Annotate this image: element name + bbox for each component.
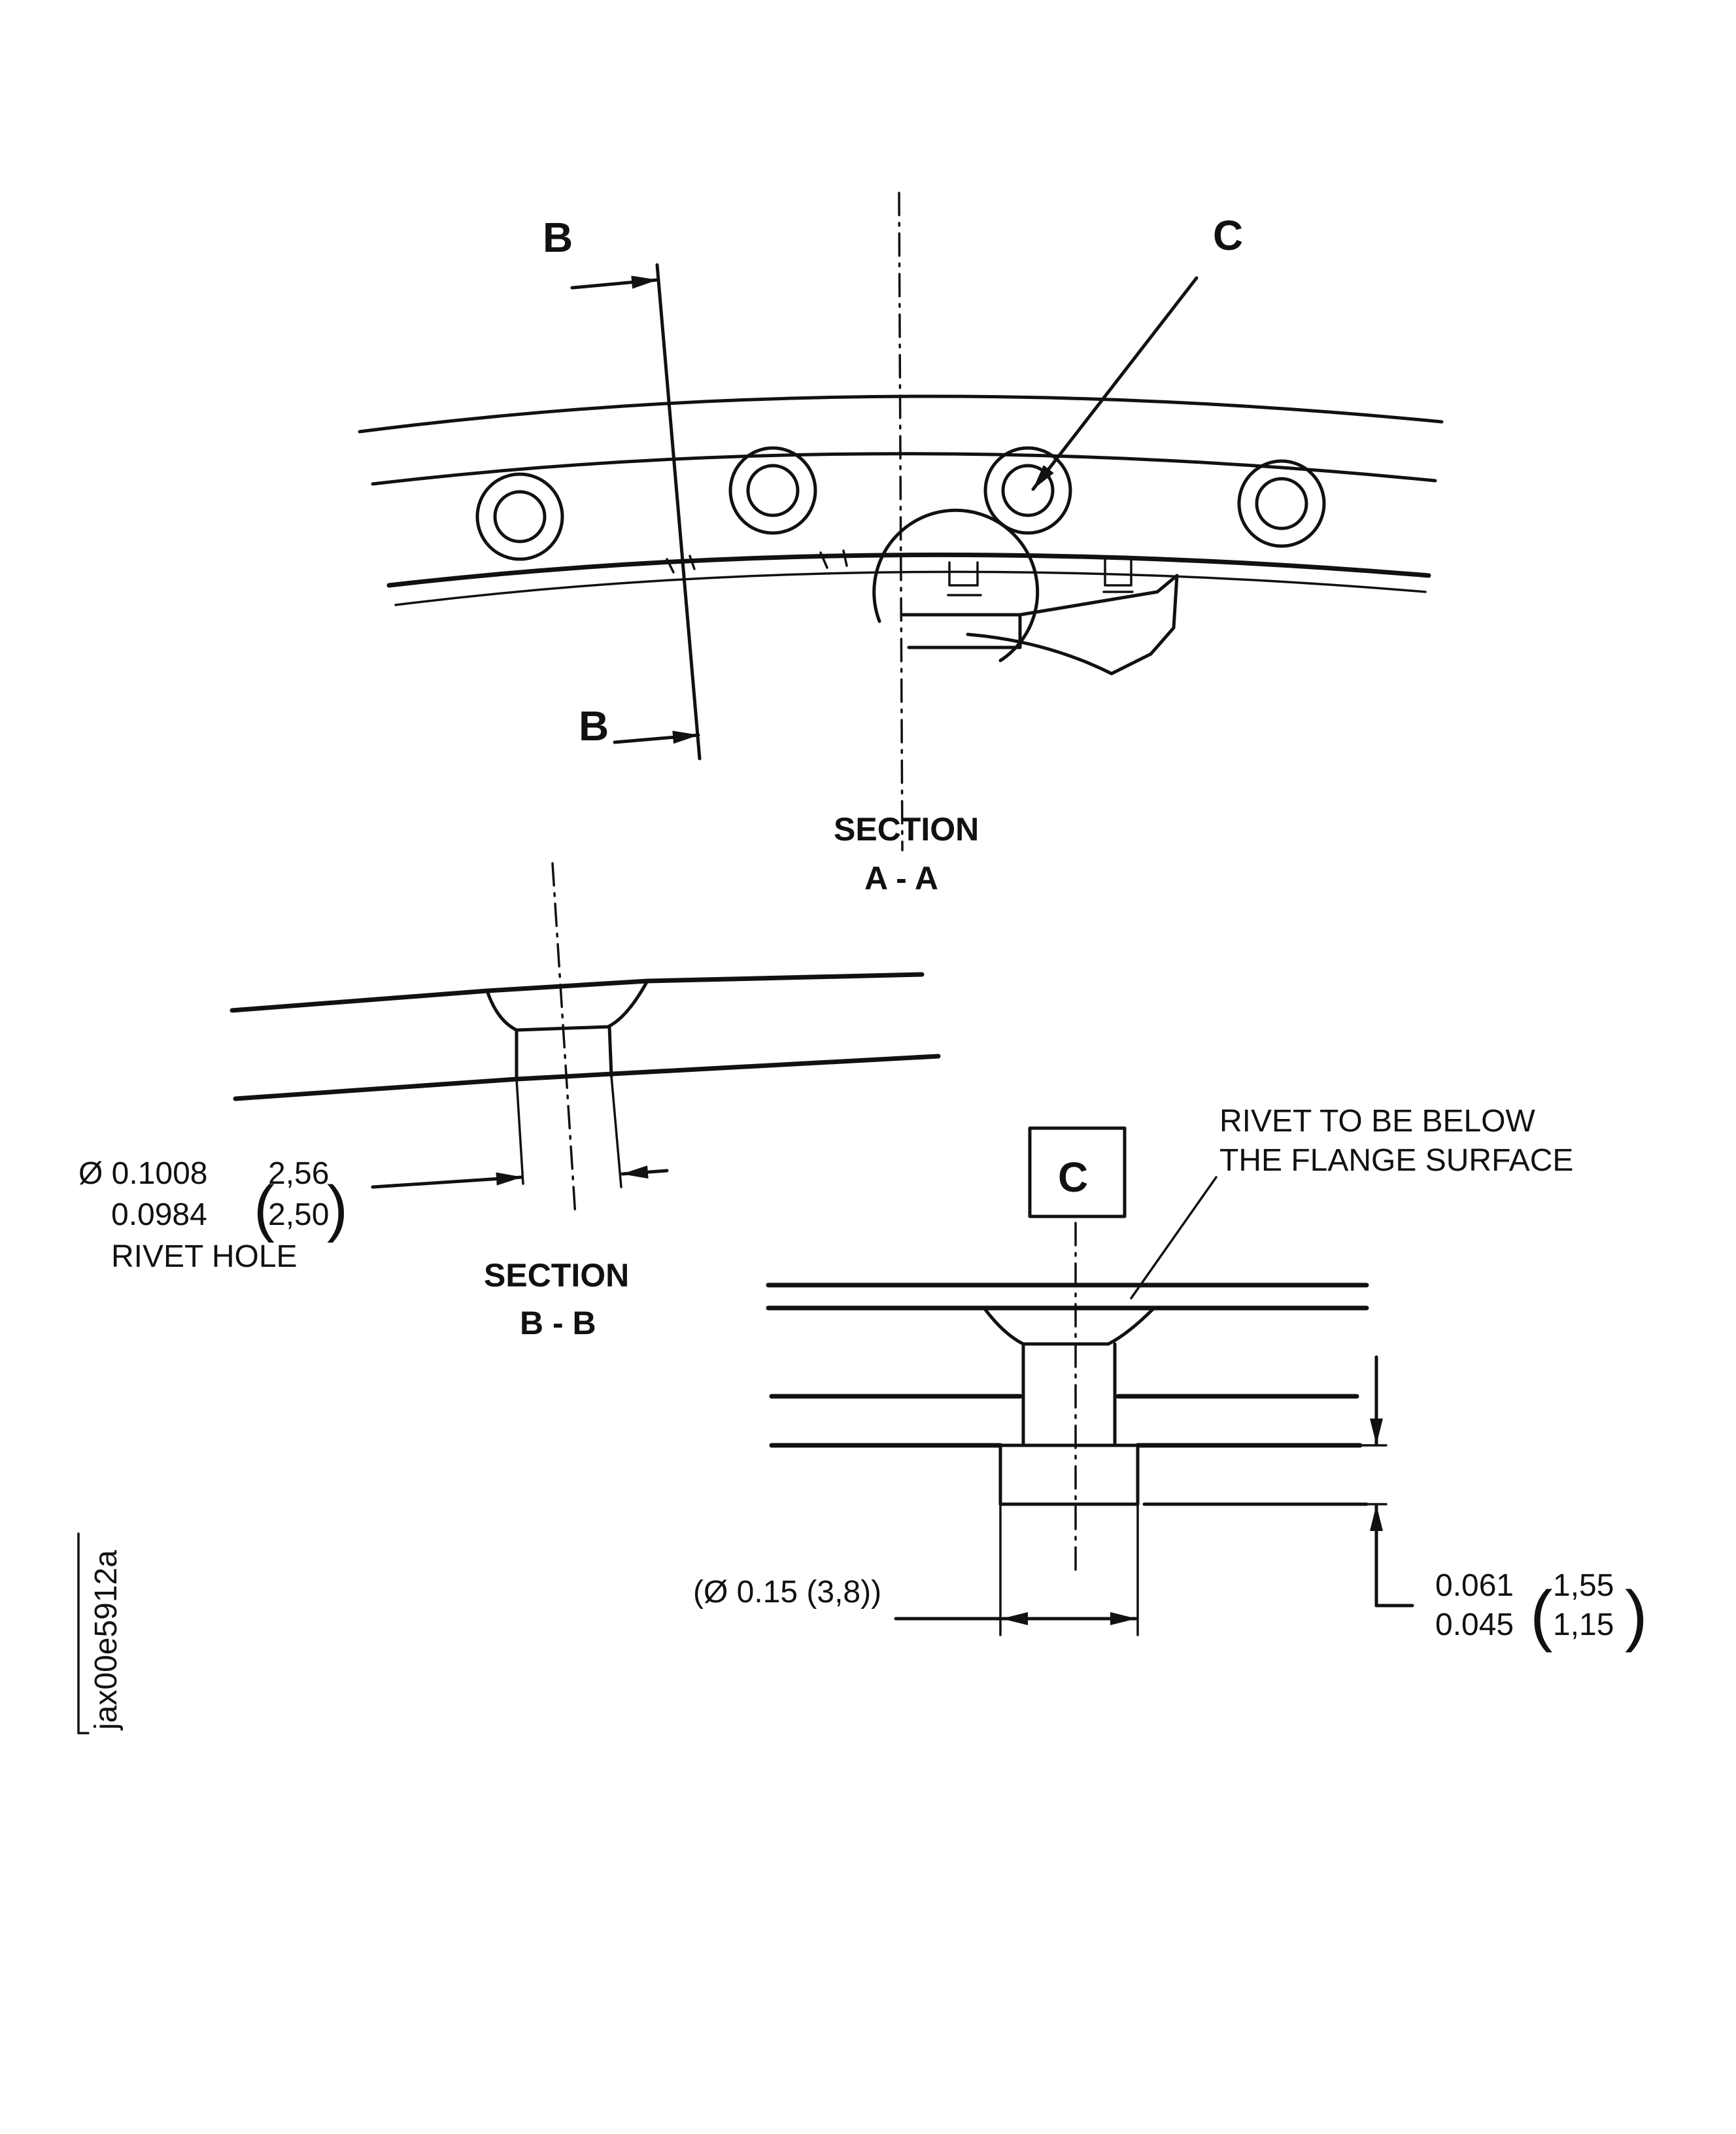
rivet-hole-dia-max-in: Ø 0.1008: [78, 1156, 207, 1191]
detail-c-view: C RIVET TO BE BELOW THE FLANGE SURFACE (…: [693, 1104, 1648, 1653]
bb-dim-arrow-right: [621, 1165, 669, 1179]
c-rivet-countersink: [982, 1306, 1156, 1346]
bb-dim-arrow-left: [371, 1172, 524, 1189]
section-aa-view: B B C SECTION A - A: [358, 192, 1444, 897]
head-height-mm-max: 1,55: [1553, 1568, 1614, 1603]
rivet-note-line1: RIVET TO BE BELOW: [1219, 1104, 1536, 1139]
rivet-tail-1: [947, 561, 982, 596]
figure-id-block: jax00e5912a: [77, 1532, 124, 1734]
cutting-plane-bb: [655, 263, 702, 761]
detail-marker-c: C: [1213, 212, 1243, 259]
rivet-2: [728, 446, 817, 535]
flange-upper-edge: [371, 452, 1437, 486]
bracket-outline: [900, 574, 1179, 676]
rivet-hole-open-paren: (: [254, 1173, 275, 1243]
center-line-aa: [898, 192, 904, 852]
head-height-in-max: 0.061: [1435, 1568, 1514, 1603]
rivet-3: [983, 446, 1072, 535]
section-marker-b-top: B: [543, 214, 573, 261]
bb-center-line: [551, 862, 577, 1218]
cutting-plane-bb-arrow-top: [570, 275, 659, 290]
flange-lower-edge-1: [386, 552, 1431, 588]
rivet-tail-2: [1102, 558, 1134, 593]
section-marker-b-bottom: B: [579, 702, 609, 749]
detail-c-leader: [1031, 276, 1199, 491]
bb-bottom-surface: [233, 1054, 941, 1101]
rivet-hole-dia-min-in: 0.0984: [111, 1197, 207, 1232]
rivet-note-leader: [1130, 1176, 1217, 1299]
flange-lower-edge-2: [394, 570, 1427, 606]
bb-ext-line-right: [610, 1075, 622, 1188]
section-bb-view: Ø 0.1008 0.0984 ( 2,56 2,50 ) RIVET HOLE…: [78, 862, 941, 1341]
detail-circle: [872, 508, 1040, 663]
c-rivet-head: [998, 1443, 1140, 1506]
rivet-note-line2: THE FLANGE SURFACE: [1219, 1143, 1573, 1178]
detail-c-box-label: C: [1058, 1154, 1088, 1201]
weld-marks: [666, 549, 848, 574]
head-height-in-min: 0.045: [1435, 1608, 1514, 1642]
head-height-open-paren: (: [1530, 1577, 1553, 1653]
rivet-4: [1237, 459, 1326, 548]
figure-id: jax00e5912a: [89, 1550, 124, 1731]
head-height-close-paren: ): [1625, 1577, 1648, 1653]
head-diameter-dim: (Ø 0.15 (3,8)): [693, 1575, 881, 1609]
bb-hole-right-wall: [607, 1025, 613, 1078]
rivet-hole-close-paren: ): [327, 1173, 348, 1243]
bb-ext-line-left: [515, 1078, 524, 1185]
rivet-hole-caption: RIVET HOLE: [111, 1239, 298, 1274]
rivet-hole-dia-min-mm: 2,50: [268, 1197, 329, 1232]
detail-c-box: [1028, 1126, 1127, 1218]
section-bb-title: SECTION: [484, 1257, 629, 1294]
outer-flange-edge: [358, 394, 1444, 434]
bb-top-surface: [230, 972, 925, 1013]
head-height-mm-min: 1,15: [1553, 1608, 1614, 1642]
rivet-hole-dia-max-mm: 2,56: [268, 1156, 329, 1191]
section-bb-subtitle: B - B: [520, 1305, 596, 1341]
section-aa-subtitle: A - A: [864, 860, 938, 897]
cutting-plane-bb-arrow-bottom: [613, 731, 700, 744]
rivet-1: [475, 472, 564, 561]
section-aa-title: SECTION: [834, 811, 979, 848]
